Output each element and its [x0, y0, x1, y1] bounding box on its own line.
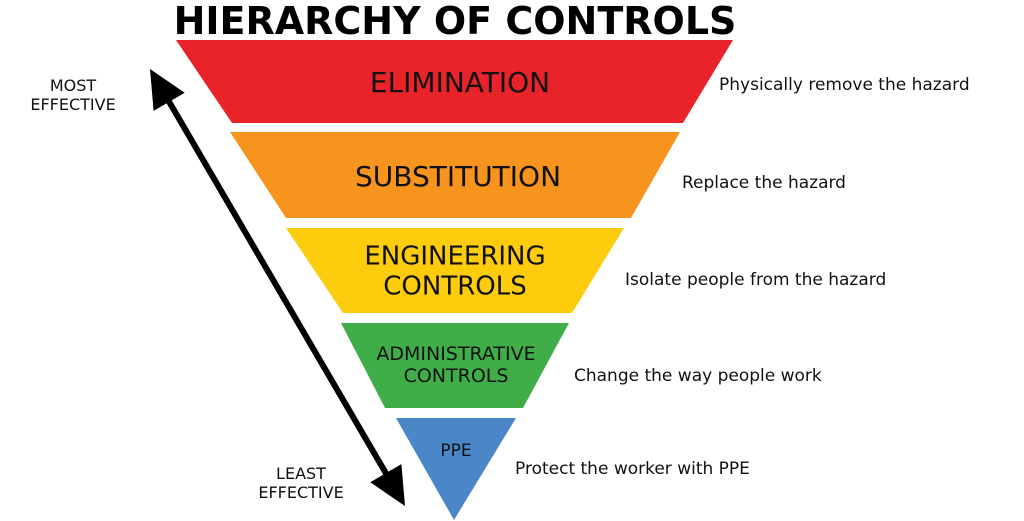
level-administrative-controls-description: Change the way people work	[574, 366, 822, 386]
level-ppe-description: Protect the worker with PPE	[515, 459, 750, 479]
level-engineering-controls-description: Isolate people from the hazard	[625, 270, 886, 290]
arrow-head-up-icon	[150, 69, 185, 111]
level-ppe: PPE Protect the worker with PPE	[396, 418, 750, 520]
level-engineering-controls-label: CONTROLS	[383, 271, 526, 301]
level-elimination-band	[176, 40, 733, 123]
level-engineering-controls-label: ENGINEERING	[364, 241, 545, 271]
arrow-head-down-icon	[370, 464, 405, 506]
level-ppe-label: PPE	[440, 441, 471, 461]
level-administrative-controls-label: ADMINISTRATIVE	[376, 343, 535, 365]
level-substitution-label: SUBSTITUTION	[355, 160, 561, 193]
effectiveness-arrow-shaft	[164, 96, 391, 479]
level-substitution-description: Replace the hazard	[682, 173, 846, 193]
diagram-title: HIERARCHY OF CONTROLS	[174, 0, 737, 43]
level-elimination: ELIMINATION Physically remove the hazard	[176, 40, 970, 123]
level-elimination-label: ELIMINATION	[370, 66, 550, 99]
most-effective-label: EFFECTIVE	[30, 95, 115, 114]
least-effective-label: EFFECTIVE	[258, 483, 343, 502]
level-elimination-description: Physically remove the hazard	[719, 75, 970, 95]
level-ppe-band	[396, 418, 516, 520]
least-effective-label: LEAST	[276, 464, 326, 483]
level-substitution-band	[230, 132, 680, 218]
level-substitution: SUBSTITUTION Replace the hazard	[230, 132, 846, 218]
most-effective-label: MOST	[50, 76, 97, 95]
level-engineering-controls-band	[286, 228, 624, 313]
level-administrative-controls-label: CONTROLS	[404, 365, 509, 387]
pyramid-levels: ELIMINATION Physically remove the hazardS…	[176, 40, 970, 520]
level-administrative-controls-band	[341, 323, 569, 408]
